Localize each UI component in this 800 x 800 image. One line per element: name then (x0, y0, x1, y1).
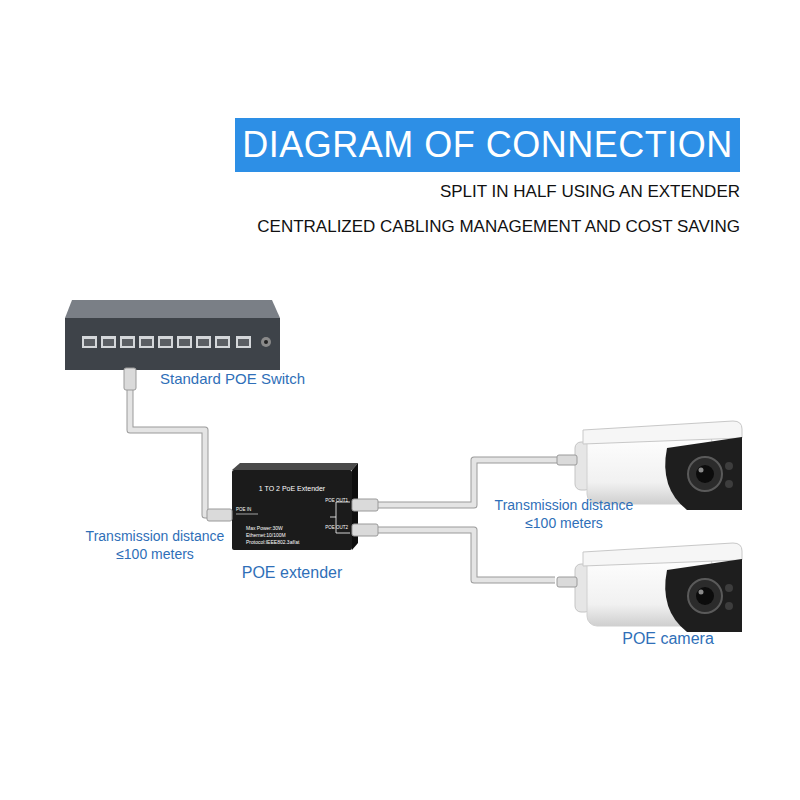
device-title: 1 TO 2 PoE Extender (232, 485, 352, 492)
subtitle-text: CENTRALIZED CABLING MANAGEMENT AND COST … (257, 217, 740, 237)
switch-port (196, 336, 211, 348)
extender-side-edge (352, 463, 358, 550)
spec-text: Protocol:IEEE802.3af/at (246, 539, 299, 545)
subtitle-text: SPLIT IN HALF USING AN EXTENDER (440, 182, 740, 202)
bullet-camera (557, 421, 742, 510)
ethernet-cable (130, 370, 232, 515)
device-label: POE camera (588, 630, 748, 648)
cable-outline (130, 370, 232, 515)
title-banner (235, 118, 740, 172)
port-name: POE OUT1 (325, 498, 348, 503)
rj45-plug (124, 368, 136, 390)
spec-text: Max Power:30W (246, 525, 283, 531)
switch-port (82, 336, 97, 348)
port-name: POE IN (236, 507, 251, 512)
power-jack-pin (264, 340, 268, 344)
switch-port (139, 336, 154, 348)
switch-port (101, 336, 116, 348)
cable-outline (352, 530, 555, 580)
extender-top-edge (232, 463, 358, 470)
switch-port (177, 336, 192, 348)
switch-port (215, 336, 230, 348)
poe-camera: POE camera (555, 540, 745, 635)
spec-text: Ethernet:10/100M (246, 532, 286, 538)
port-name: POE OUT2 (325, 525, 348, 530)
switch-top-face (65, 300, 280, 318)
switch-front-face (65, 318, 280, 370)
distance-note: Transmission distance ≤100 meters (484, 496, 644, 532)
switch-port (236, 336, 251, 348)
switch-port (120, 336, 135, 348)
device-label: POE extender (192, 564, 392, 582)
poe-extender: 1 TO 2 PoE ExtenderPOE IN POE OUT1POE OUT… (232, 470, 352, 550)
power-jack (261, 337, 271, 347)
switch-port (158, 336, 173, 348)
rj45-plug (352, 499, 378, 511)
rj45-plug (352, 524, 378, 536)
poe-switch: Standard POE Switch (65, 300, 280, 370)
ethernet-cable (352, 530, 555, 580)
bullet-camera (557, 543, 742, 632)
edge-label: Transmission distance ≤100 meters (84, 527, 226, 563)
rj45-plug (207, 509, 232, 521)
device-label: Standard POE Switch (160, 370, 305, 387)
title-text: DIAGRAM OF CONNECTION (235, 118, 740, 172)
